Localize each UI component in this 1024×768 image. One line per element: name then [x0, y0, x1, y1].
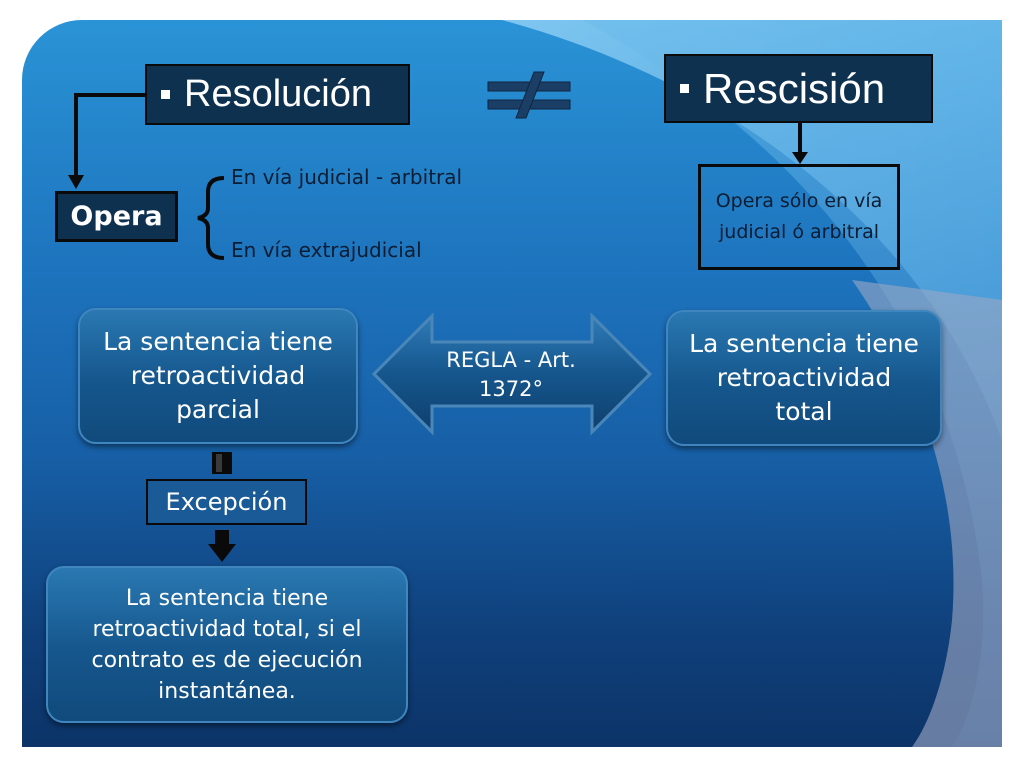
- resolucion-title-box: Resolución: [145, 64, 410, 125]
- excepcion-box: Excepción: [146, 479, 307, 525]
- bullet-icon: [680, 84, 689, 93]
- brace-icon: [197, 176, 225, 260]
- rescision-title-box: Rescisión: [664, 54, 933, 123]
- branch-judicial: En vía judicial - arbitral: [231, 165, 463, 189]
- rescision-description: Opera sólo en vía judicial ó arbitral: [698, 164, 900, 270]
- total-box: La sentencia tiene retroactividad total: [666, 310, 942, 446]
- connector-arrow: [792, 122, 808, 164]
- connector-arrow: [68, 93, 146, 189]
- not-equal-icon: [487, 71, 571, 119]
- down-arrow-icon: [208, 530, 236, 562]
- parcial-box: La sentencia tiene retroactividad parcia…: [78, 308, 358, 444]
- total-text: La sentencia tiene retroactividad total: [689, 329, 919, 426]
- parcial-text: La sentencia tiene retroactividad parcia…: [103, 327, 333, 424]
- double-arrow-icon: [371, 312, 653, 436]
- resolucion-title: Resolución: [184, 73, 372, 115]
- branch-extrajudicial: En vía extrajudicial: [231, 238, 422, 262]
- bullet-icon: [161, 90, 170, 99]
- excepcion-label: Excepción: [165, 488, 288, 516]
- down-connector-icon: [212, 452, 232, 474]
- excepcion-description: La sentencia tiene retroactividad total,…: [91, 585, 363, 704]
- opera-label: Opera: [70, 201, 163, 232]
- rescision-title: Rescisión: [703, 64, 886, 112]
- opera-box: Opera: [55, 191, 178, 242]
- regla-label: REGLA - Art. 1372°: [446, 348, 576, 401]
- excepcion-description-box: La sentencia tiene retroactividad total,…: [46, 566, 408, 723]
